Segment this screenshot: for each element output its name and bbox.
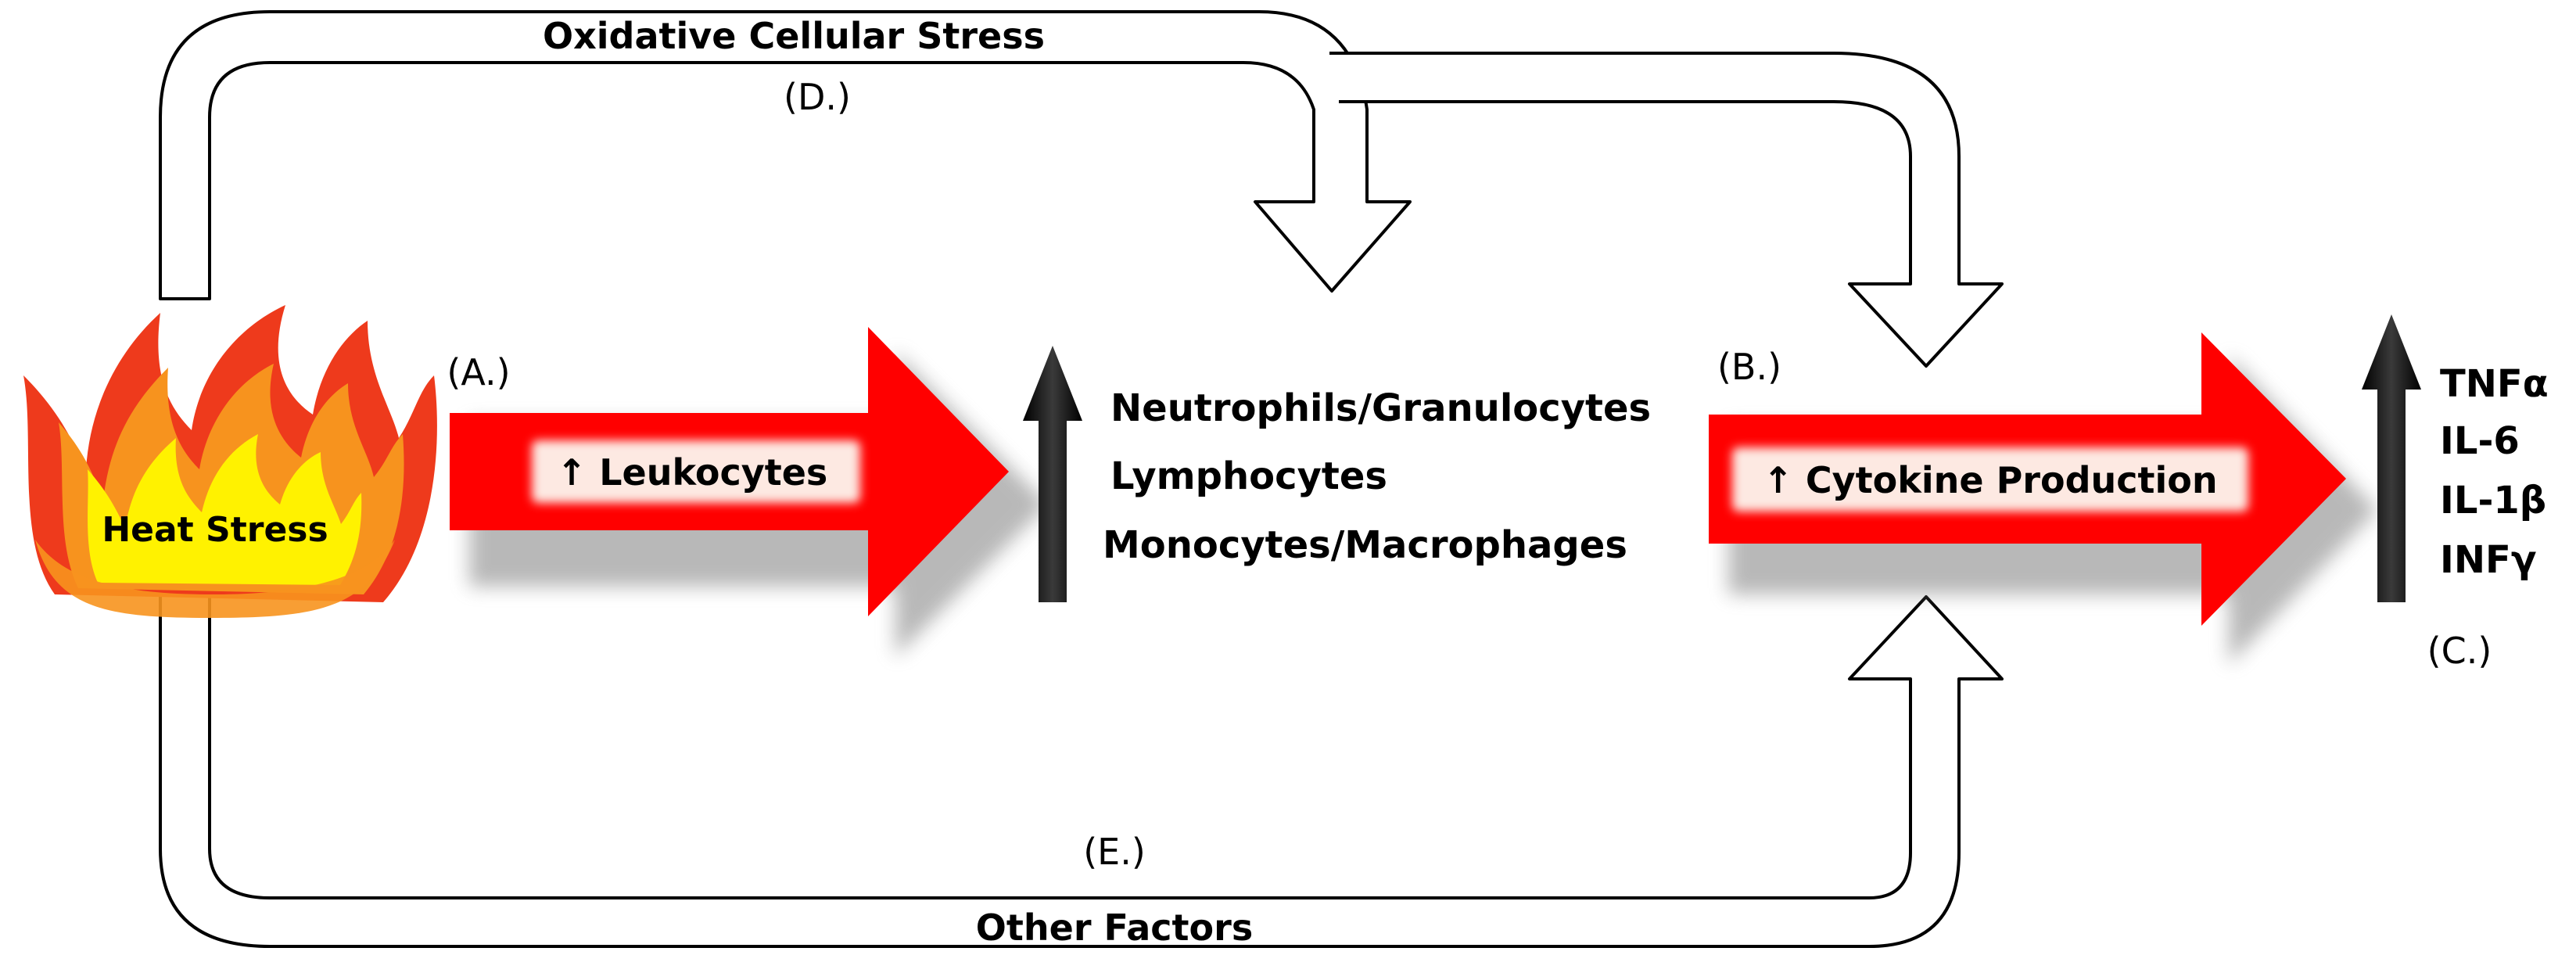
heat-stress-label: Heat Stress [102, 510, 328, 550]
cell-type-item: Lymphocytes [1110, 454, 1387, 498]
cell-type-item: Monocytes/Macrophages [1103, 523, 1627, 567]
oxidative-stress-branch [1329, 52, 2004, 368]
cytokine-item: IL-1β [2440, 479, 2546, 522]
marker-a: (A.) [447, 351, 510, 393]
cytokine-item: TNFα [2440, 362, 2549, 406]
cytokine-production-arrow [1709, 332, 2377, 665]
cytokine-item: IL-6 [2440, 419, 2520, 463]
oxidative-stress-label: Oxidative Cellular Stress [543, 15, 1045, 57]
oxidative-stress-loop-outer [159, 10, 1412, 300]
cytokine-increase-arrow-icon [2362, 314, 2421, 602]
leukocytes-arrow [450, 327, 1048, 657]
other-factors-label: Other Factors [976, 907, 1253, 949]
increase-up-arrow-icon [1023, 346, 1082, 602]
marker-e: (E.) [1083, 831, 1146, 873]
heat-stress-flame-icon [23, 305, 437, 618]
other-factors-loop [159, 593, 2004, 948]
leukocytes-label: ↑ Leukocytes [557, 451, 828, 494]
marker-b: (B.) [1717, 346, 1781, 388]
marker-d: (D.) [784, 76, 851, 118]
cytokine-item: INFγ [2440, 538, 2537, 582]
cell-type-item: Neutrophils/Granulocytes [1110, 386, 1651, 430]
marker-c: (C.) [2427, 630, 2492, 672]
cytokine-production-label: ↑ Cytokine Production [1763, 459, 2217, 501]
